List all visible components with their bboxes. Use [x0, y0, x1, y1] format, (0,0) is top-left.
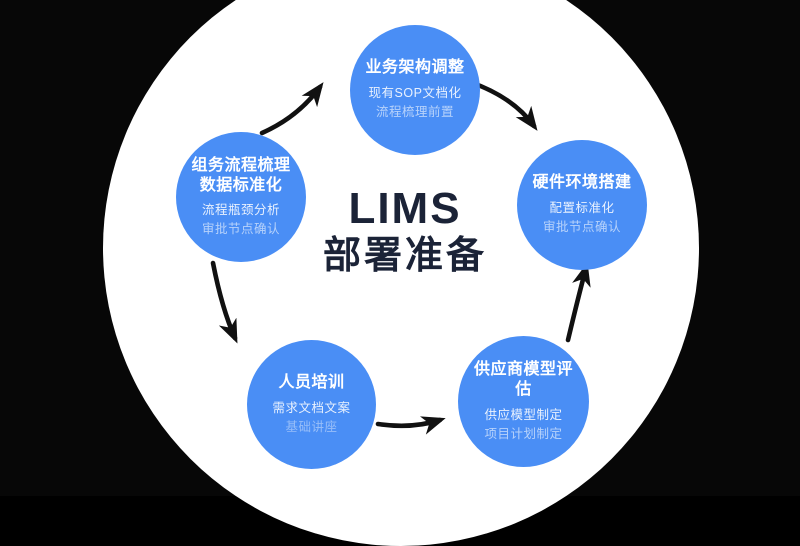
- node-title: 供应商模型评估: [473, 360, 573, 398]
- center-title-line2: 部署准备: [322, 235, 487, 278]
- node-process-data-standard: 组务流程梳理 数据标准化 流程瓶颈分析 审批节点确认: [176, 132, 306, 262]
- node-title: 硬件环境搭建: [532, 174, 632, 192]
- node-title: 业务架构调整: [365, 59, 465, 77]
- node-detail: 现有SOP文档化: [368, 86, 462, 101]
- node-business-architecture: 业务架构调整 现有SOP文档化 流程梳理前置: [350, 25, 480, 155]
- center-title: LIMS 部署准备: [280, 184, 530, 281]
- node-vendor-model-evaluation: 供应商模型评估 供应模型制定 项目计划制定: [458, 336, 589, 467]
- node-detail: 审批节点确认: [542, 220, 621, 234]
- node-title-line: 数据标准化: [199, 176, 283, 194]
- node-detail: 需求文档文案: [272, 400, 351, 415]
- node-detail: 审批节点确认: [201, 221, 280, 236]
- center-title-line1: LIMS: [348, 184, 462, 233]
- node-title: 人员培训: [278, 373, 345, 391]
- node-detail: 项目计划制定: [484, 426, 563, 441]
- node-detail: 流程瓶颈分析: [201, 202, 280, 217]
- node-title-line: 组务流程梳理: [191, 156, 291, 174]
- node-detail: 配置标准化: [549, 201, 615, 216]
- node-detail: 供应模型制定: [484, 407, 563, 422]
- node-hardware-environment: 硬件环境搭建 配置标准化 审批节点确认: [517, 140, 647, 270]
- infographic-stage: 业务架构调整 现有SOP文档化 流程梳理前置 组务流程梳理 数据标准化 流程瓶颈…: [103, 0, 699, 546]
- node-personnel-training: 人员培训 需求文档文案 基础讲座: [247, 340, 376, 469]
- node-detail: 流程梳理前置: [375, 105, 454, 119]
- node-detail: 基础讲座: [285, 419, 338, 434]
- node-title: 组务流程梳理 数据标准化: [191, 156, 290, 196]
